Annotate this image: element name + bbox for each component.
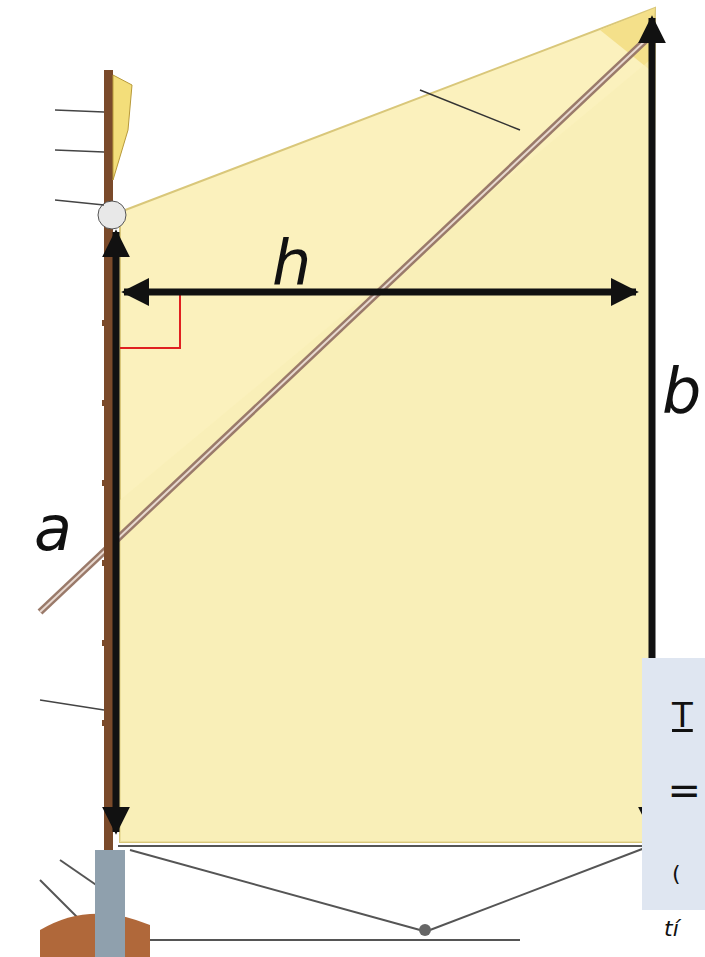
formula-fragment: tí bbox=[664, 918, 679, 940]
formula-panel: T = ( bbox=[642, 658, 705, 910]
dimension-label: a bbox=[34, 498, 72, 560]
formula-text: T bbox=[672, 698, 693, 732]
formula-text: = bbox=[667, 770, 701, 810]
formula-text: ( bbox=[672, 863, 681, 885]
dimension-label: b bbox=[662, 360, 701, 422]
dimension-label: h bbox=[272, 232, 311, 294]
